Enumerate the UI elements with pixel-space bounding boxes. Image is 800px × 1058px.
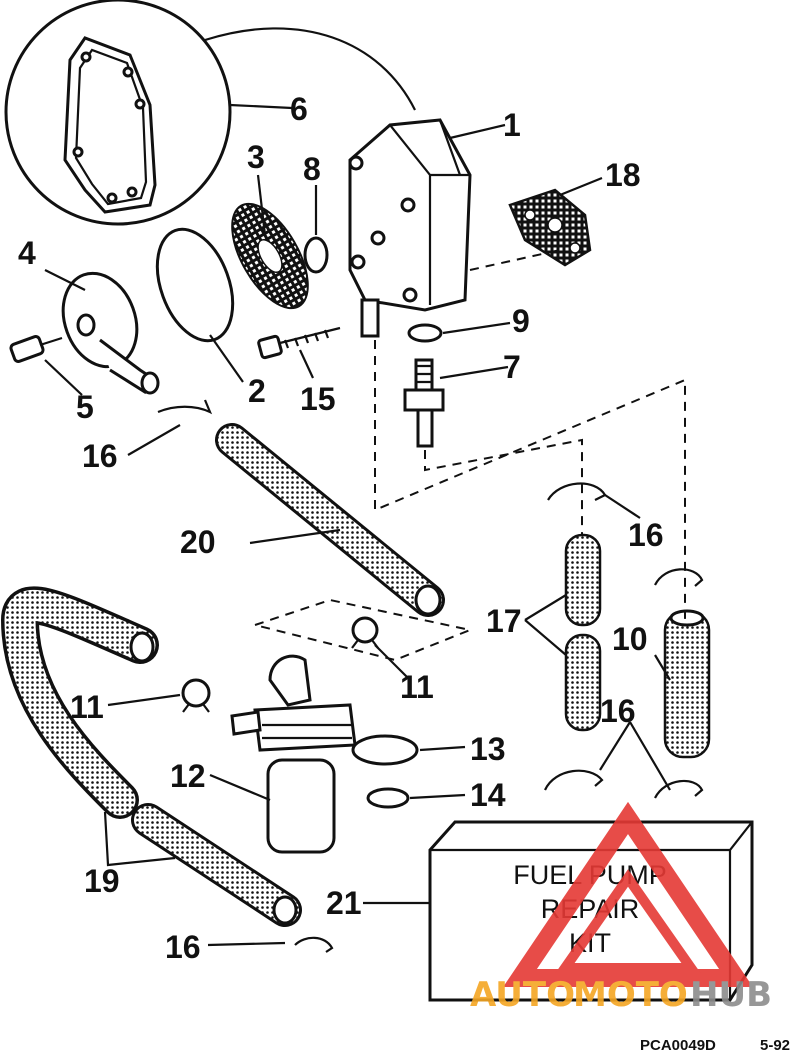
- o-ring-small: [303, 236, 329, 274]
- callout-1: 1: [503, 107, 521, 143]
- callout-5: 5: [76, 389, 94, 425]
- o-ring-fitting: [407, 323, 443, 343]
- watermark-logo: AUTO MOTO HUB: [470, 801, 772, 1015]
- watermark-moto: MOTO: [573, 975, 688, 1015]
- hose-19: [0, 586, 302, 927]
- cover-gasket: [155, 227, 235, 343]
- callout-16c: 16: [600, 693, 636, 729]
- filter-seal-ring: [351, 734, 419, 766]
- pump-cover: [61, 271, 160, 395]
- callout-9: 9: [512, 303, 530, 339]
- callout-16b: 16: [628, 517, 664, 553]
- callout-12: 12: [170, 758, 206, 794]
- callout-4: 4: [18, 235, 36, 271]
- callout-17: 17: [486, 603, 522, 639]
- figure-date: 5-92: [760, 1037, 790, 1054]
- watermark-auto: AUTO: [470, 975, 575, 1015]
- figure-code: PCA0049D: [640, 1037, 716, 1054]
- callout-labels: 1 2 3 4 5 6 7 8 9 10 11 11 12 13 14 15 1…: [18, 91, 664, 965]
- callout-21: 21: [326, 885, 362, 921]
- callout-19: 19: [84, 863, 120, 899]
- filter-o-ring: [366, 787, 410, 809]
- callout-16a: 16: [82, 438, 118, 474]
- callout-6: 6: [290, 91, 308, 127]
- hose-fitting: [403, 358, 445, 448]
- callout-7: 7: [503, 349, 521, 385]
- cover-screw: [9, 335, 63, 363]
- callout-10: 10: [612, 621, 648, 657]
- callout-18: 18: [605, 157, 641, 193]
- callout-11b: 11: [400, 669, 434, 705]
- mounting-bolt: [257, 326, 341, 360]
- mounting-gasket: [508, 188, 592, 267]
- callout-3: 3: [247, 139, 265, 175]
- filter-screen: [231, 202, 309, 310]
- callout-14: 14: [470, 777, 506, 813]
- callout-15: 15: [300, 381, 336, 417]
- fuel-pump-body: [348, 118, 472, 338]
- detail-circle-gasket: [4, 0, 416, 226]
- fuel-filter: [230, 654, 357, 854]
- watermark-hub: HUB: [690, 975, 772, 1015]
- callout-13: 13: [470, 731, 506, 767]
- leader-lines: [44, 103, 671, 947]
- spring-clips-16: [157, 399, 704, 953]
- callout-16d: 16: [165, 929, 201, 965]
- callout-8: 8: [303, 151, 321, 187]
- callout-11a: 11: [70, 689, 104, 725]
- hose-10: [663, 609, 711, 759]
- callout-2: 2: [248, 373, 266, 409]
- assembly-dashed-lines: [251, 249, 686, 662]
- hose-17: [564, 533, 602, 732]
- hose-20: [215, 423, 445, 617]
- callout-20: 20: [180, 524, 216, 560]
